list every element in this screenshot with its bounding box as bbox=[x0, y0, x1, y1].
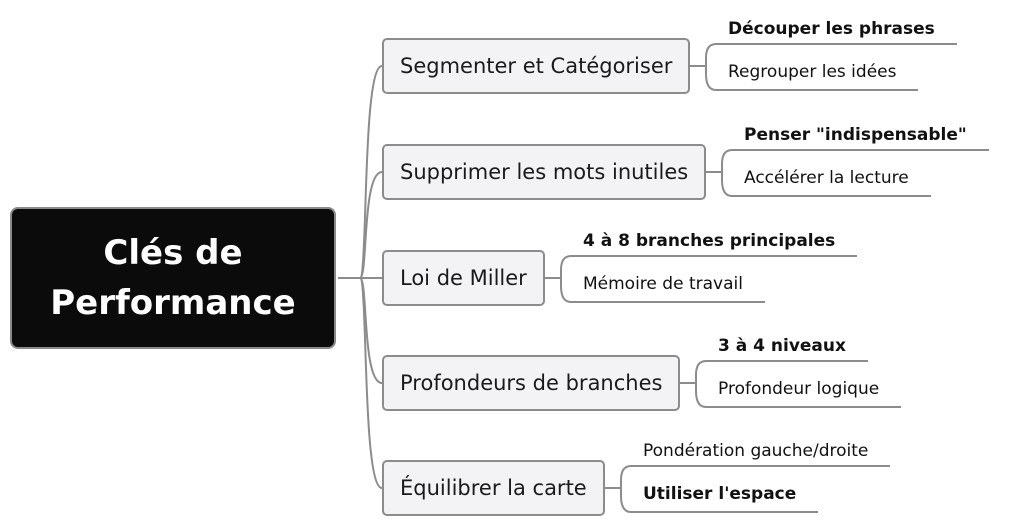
branch-label: Loi de Miller bbox=[400, 266, 527, 290]
branch-loi-de-miller[interactable]: Loi de Miller bbox=[382, 250, 545, 306]
branch-segmenter-et-categoriser[interactable]: Segmenter et Catégoriser bbox=[382, 38, 691, 94]
branch-label: Supprimer les mots inutiles bbox=[400, 160, 689, 184]
leaf-regrouper-les-idees[interactable]: Regrouper les idées bbox=[728, 62, 897, 82]
branch-label: Segmenter et Catégoriser bbox=[400, 54, 673, 78]
leaf-ponderation-gauche-droite[interactable]: Pondération gauche/droite bbox=[643, 441, 869, 461]
leaf-bracket bbox=[620, 465, 632, 513]
leaf-penser-indispensable[interactable]: Penser "indispensable" bbox=[744, 125, 967, 145]
leaf-bracket bbox=[695, 360, 707, 408]
leaf-accelerer-la-lecture[interactable]: Accélérer la lecture bbox=[744, 168, 909, 188]
leaf-4-a-8-branches-principales[interactable]: 4 à 8 branches principales bbox=[583, 231, 836, 251]
leaf-decouper-les-phrases[interactable]: Découper les phrases bbox=[728, 19, 935, 39]
leaf-utiliser-l-espace[interactable]: Utiliser l'espace bbox=[643, 484, 797, 504]
central-topic-line2: Performance bbox=[50, 283, 296, 323]
branch-profondeurs-de-branches[interactable]: Profondeurs de branches bbox=[382, 355, 681, 411]
central-topic[interactable]: Clés de Performance bbox=[10, 207, 336, 349]
central-topic-line1: Clés de bbox=[103, 233, 243, 273]
leaf-bracket bbox=[721, 149, 733, 197]
leaf-bracket bbox=[560, 255, 572, 303]
branch-equilibrer-la-carte[interactable]: Équilibrer la carte bbox=[382, 460, 605, 516]
branch-connector bbox=[359, 277, 383, 489]
branch-label: Profondeurs de branches bbox=[400, 371, 663, 395]
leaf-memoire-de-travail[interactable]: Mémoire de travail bbox=[583, 274, 743, 294]
branch-connector bbox=[359, 171, 383, 279]
leaf-profondeur-logique[interactable]: Profondeur logique bbox=[718, 379, 880, 399]
branch-label: Équilibrer la carte bbox=[400, 476, 587, 500]
leaf-3-a-4-niveaux[interactable]: 3 à 4 niveaux bbox=[718, 336, 846, 356]
leaf-bracket bbox=[705, 43, 717, 91]
branch-supprimer-les-mots-inutiles[interactable]: Supprimer les mots inutiles bbox=[382, 144, 707, 200]
